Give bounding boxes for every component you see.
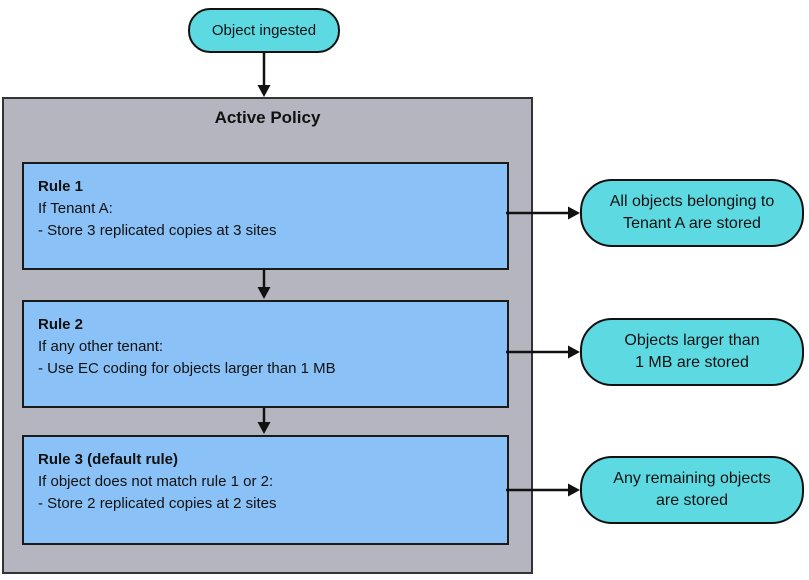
result-node-2-line-2: 1 MB are stored [635, 354, 749, 371]
result-node-2: Objects larger than 1 MB are stored [580, 318, 804, 386]
arrowhead-rule2-to-result2-icon [568, 345, 580, 359]
rule-3-action: - Store 2 replicated copies at 2 sites [38, 495, 277, 512]
result-node-2-line-1: Objects larger than [624, 332, 760, 349]
result-node-1: All objects belonging to Tenant A are st… [580, 179, 804, 247]
rule-3-title: Rule 3 (default rule) [38, 451, 179, 468]
result-node-1-label: All objects belonging to Tenant A are st… [610, 191, 775, 235]
result-node-3: Any remaining objects are stored [580, 456, 804, 524]
rule-1-condition: If Tenant A: [38, 200, 113, 217]
result-node-3-line-2: are stored [655, 492, 729, 509]
policy-title: Active Policy [214, 108, 321, 127]
rule-3-box: Rule 3 (default rule) If object does not… [22, 435, 509, 545]
rule-1-action: - Store 3 replicated copies at 3 sites [38, 222, 277, 239]
arrowhead-start-to-policy-icon [257, 85, 271, 97]
result-node-3-label: Any remaining objects are stored [613, 468, 770, 512]
result-node-2-label: Objects larger than 1 MB are stored [624, 330, 759, 374]
active-policy-box: Active Policy Rule 1 If Tenant A: - Stor… [2, 97, 533, 574]
result-node-1-line-2: Tenant A are stored [623, 215, 761, 232]
rule-1-title: Rule 1 [38, 178, 84, 195]
rule-2-box: Rule 2 If any other tenant: - Use EC cod… [22, 300, 509, 408]
arrowhead-rule1-to-result1-icon [568, 206, 580, 220]
result-node-3-line-1: Any remaining objects [613, 470, 771, 487]
rule-2-title: Rule 2 [38, 316, 84, 333]
rule-3-condition: If object does not match rule 1 or 2: [38, 473, 274, 490]
start-node-label: Object ingested [211, 21, 317, 39]
result-node-1-line-1: All objects belonging to [609, 193, 775, 210]
rule-2-action: - Use EC coding for objects larger than … [38, 360, 336, 377]
rule-2-condition: If any other tenant: [38, 338, 164, 355]
rule-1-box: Rule 1 If Tenant A: - Store 3 replicated… [22, 162, 509, 270]
start-node: Object ingested [188, 8, 340, 53]
arrowhead-rule3-to-result3-icon [568, 483, 580, 497]
